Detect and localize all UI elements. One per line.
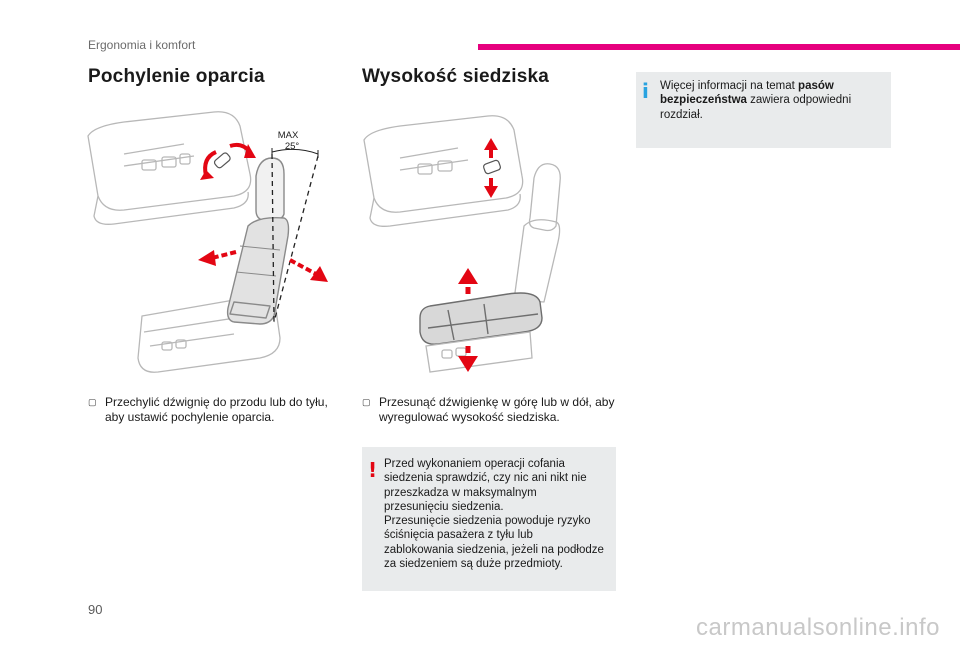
backrest-instruction-text: Przechylić dźwignię do przodu lub do tył… — [105, 395, 328, 424]
info-text: Więcej informacji na temat pasów bezpiec… — [660, 79, 882, 122]
warning-text: Przed wykonaniem operacji cofania siedze… — [384, 458, 604, 571]
section-label: Ergonomia i komfort — [88, 38, 196, 52]
info-text-bold: pasów bezpieczeństwa — [660, 80, 834, 107]
angle-label-degrees: 25° — [285, 141, 300, 152]
seat-height-instruction: ▢ Przesunąć dźwigienkę w górę lub w dół,… — [362, 395, 624, 425]
info-text-prefix: Więcej informacji na temat — [660, 80, 799, 92]
heading-seat-height: Wysokość siedziska — [362, 66, 550, 87]
angle-label-max: MAX — [278, 130, 299, 141]
backrest-tilt-illustration: MAX 25° — [87, 111, 328, 373]
bullet-square-icon: ▢ — [362, 397, 371, 407]
seat-height-instruction-text: Przesunąć dźwigienkę w górę lub w dół, a… — [379, 395, 615, 424]
bullet-square-icon: ▢ — [88, 397, 97, 407]
watermark: carmanualsonline.info — [696, 614, 940, 641]
exclamation-icon: ! — [368, 458, 378, 482]
info-box: i Więcej informacji na temat pasów bezpi… — [636, 72, 891, 148]
section-accent-bar — [478, 44, 960, 50]
page-number: 90 — [88, 602, 103, 617]
info-text-suffix: zawiera odpowiedni rozdział. — [660, 94, 852, 121]
backrest-instruction: ▢ Przechylić dźwignię do przodu lub do t… — [88, 395, 338, 425]
heading-backrest-tilt: Pochylenie oparcia — [88, 66, 265, 87]
seat-height-illustration — [363, 115, 561, 373]
warning-box: ! Przed wykonaniem operacji cofania sied… — [362, 447, 616, 591]
info-icon: i — [642, 79, 649, 103]
